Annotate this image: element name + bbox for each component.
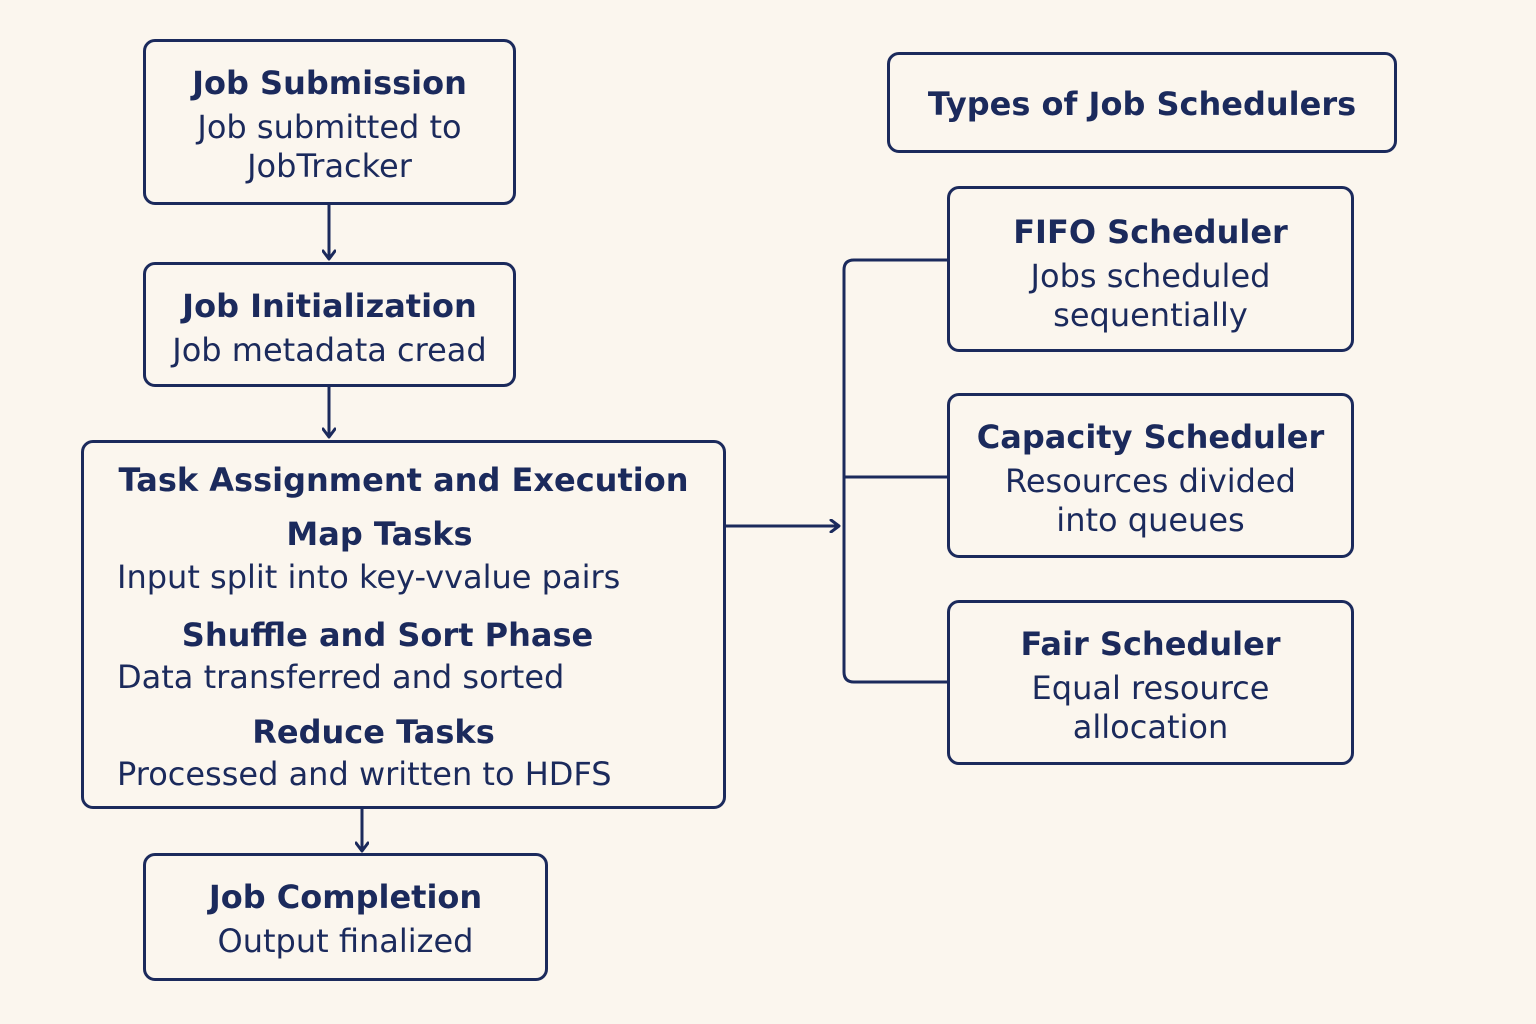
job-completion-box: Job Completion Output finalized [143,853,548,981]
fifo-scheduler-desc-line1: Jobs scheduled [1030,257,1271,295]
job-submission-desc-line2: JobTracker [247,147,412,185]
fair-scheduler-desc-line2: allocation [1072,708,1229,746]
job-completion-title: Job Completion [208,878,483,916]
job-initialization-box: Job Initialization Job metadata cread [143,262,516,387]
job-submission-desc-line1: Job submitted to [197,108,462,146]
fifo-scheduler-desc-line2: sequentially [1053,296,1248,334]
capacity-scheduler-box: Capacity Scheduler Resources divided int… [947,393,1354,558]
capacity-scheduler-desc-line2: into queues [1056,501,1245,539]
reduce-tasks-title: Reduce Tasks [252,713,495,751]
fair-scheduler-title: Fair Scheduler [1020,625,1281,663]
fifo-scheduler-title: FIFO Scheduler [1013,213,1288,251]
capacity-scheduler-desc-line1: Resources divided [1005,462,1296,500]
schedulers-heading-box: Types of Job Schedulers [887,52,1397,153]
shuffle-sort-title: Shuffle and Sort Phase [181,616,594,654]
capacity-scheduler-title: Capacity Scheduler [976,418,1325,456]
job-submission-title: Job Submission [192,64,467,102]
reduce-tasks-desc: Processed and written to HDFS [117,755,612,793]
scheduler-bracket [842,258,948,684]
task-assignment-title: Task Assignment and Execution [118,461,689,499]
fair-scheduler-desc-line1: Equal resource [1031,669,1270,707]
task-assignment-box: Task Assignment and Execution Map Tasks … [81,440,726,809]
job-initialization-desc: Job metadata cread [172,331,487,369]
schedulers-heading: Types of Job Schedulers [927,85,1357,123]
map-tasks-title: Map Tasks [286,515,473,553]
map-tasks-desc: Input split into key-vvalue pairs [117,558,621,596]
job-completion-desc: Output finalized [217,922,474,960]
fair-scheduler-box: Fair Scheduler Equal resource allocation [947,600,1354,765]
job-initialization-title: Job Initialization [182,287,477,325]
shuffle-sort-desc: Data transferred and sorted [117,658,565,696]
job-submission-box: Job Submission Job submitted to JobTrack… [143,39,516,205]
fifo-scheduler-box: FIFO Scheduler Jobs scheduled sequential… [947,186,1354,352]
